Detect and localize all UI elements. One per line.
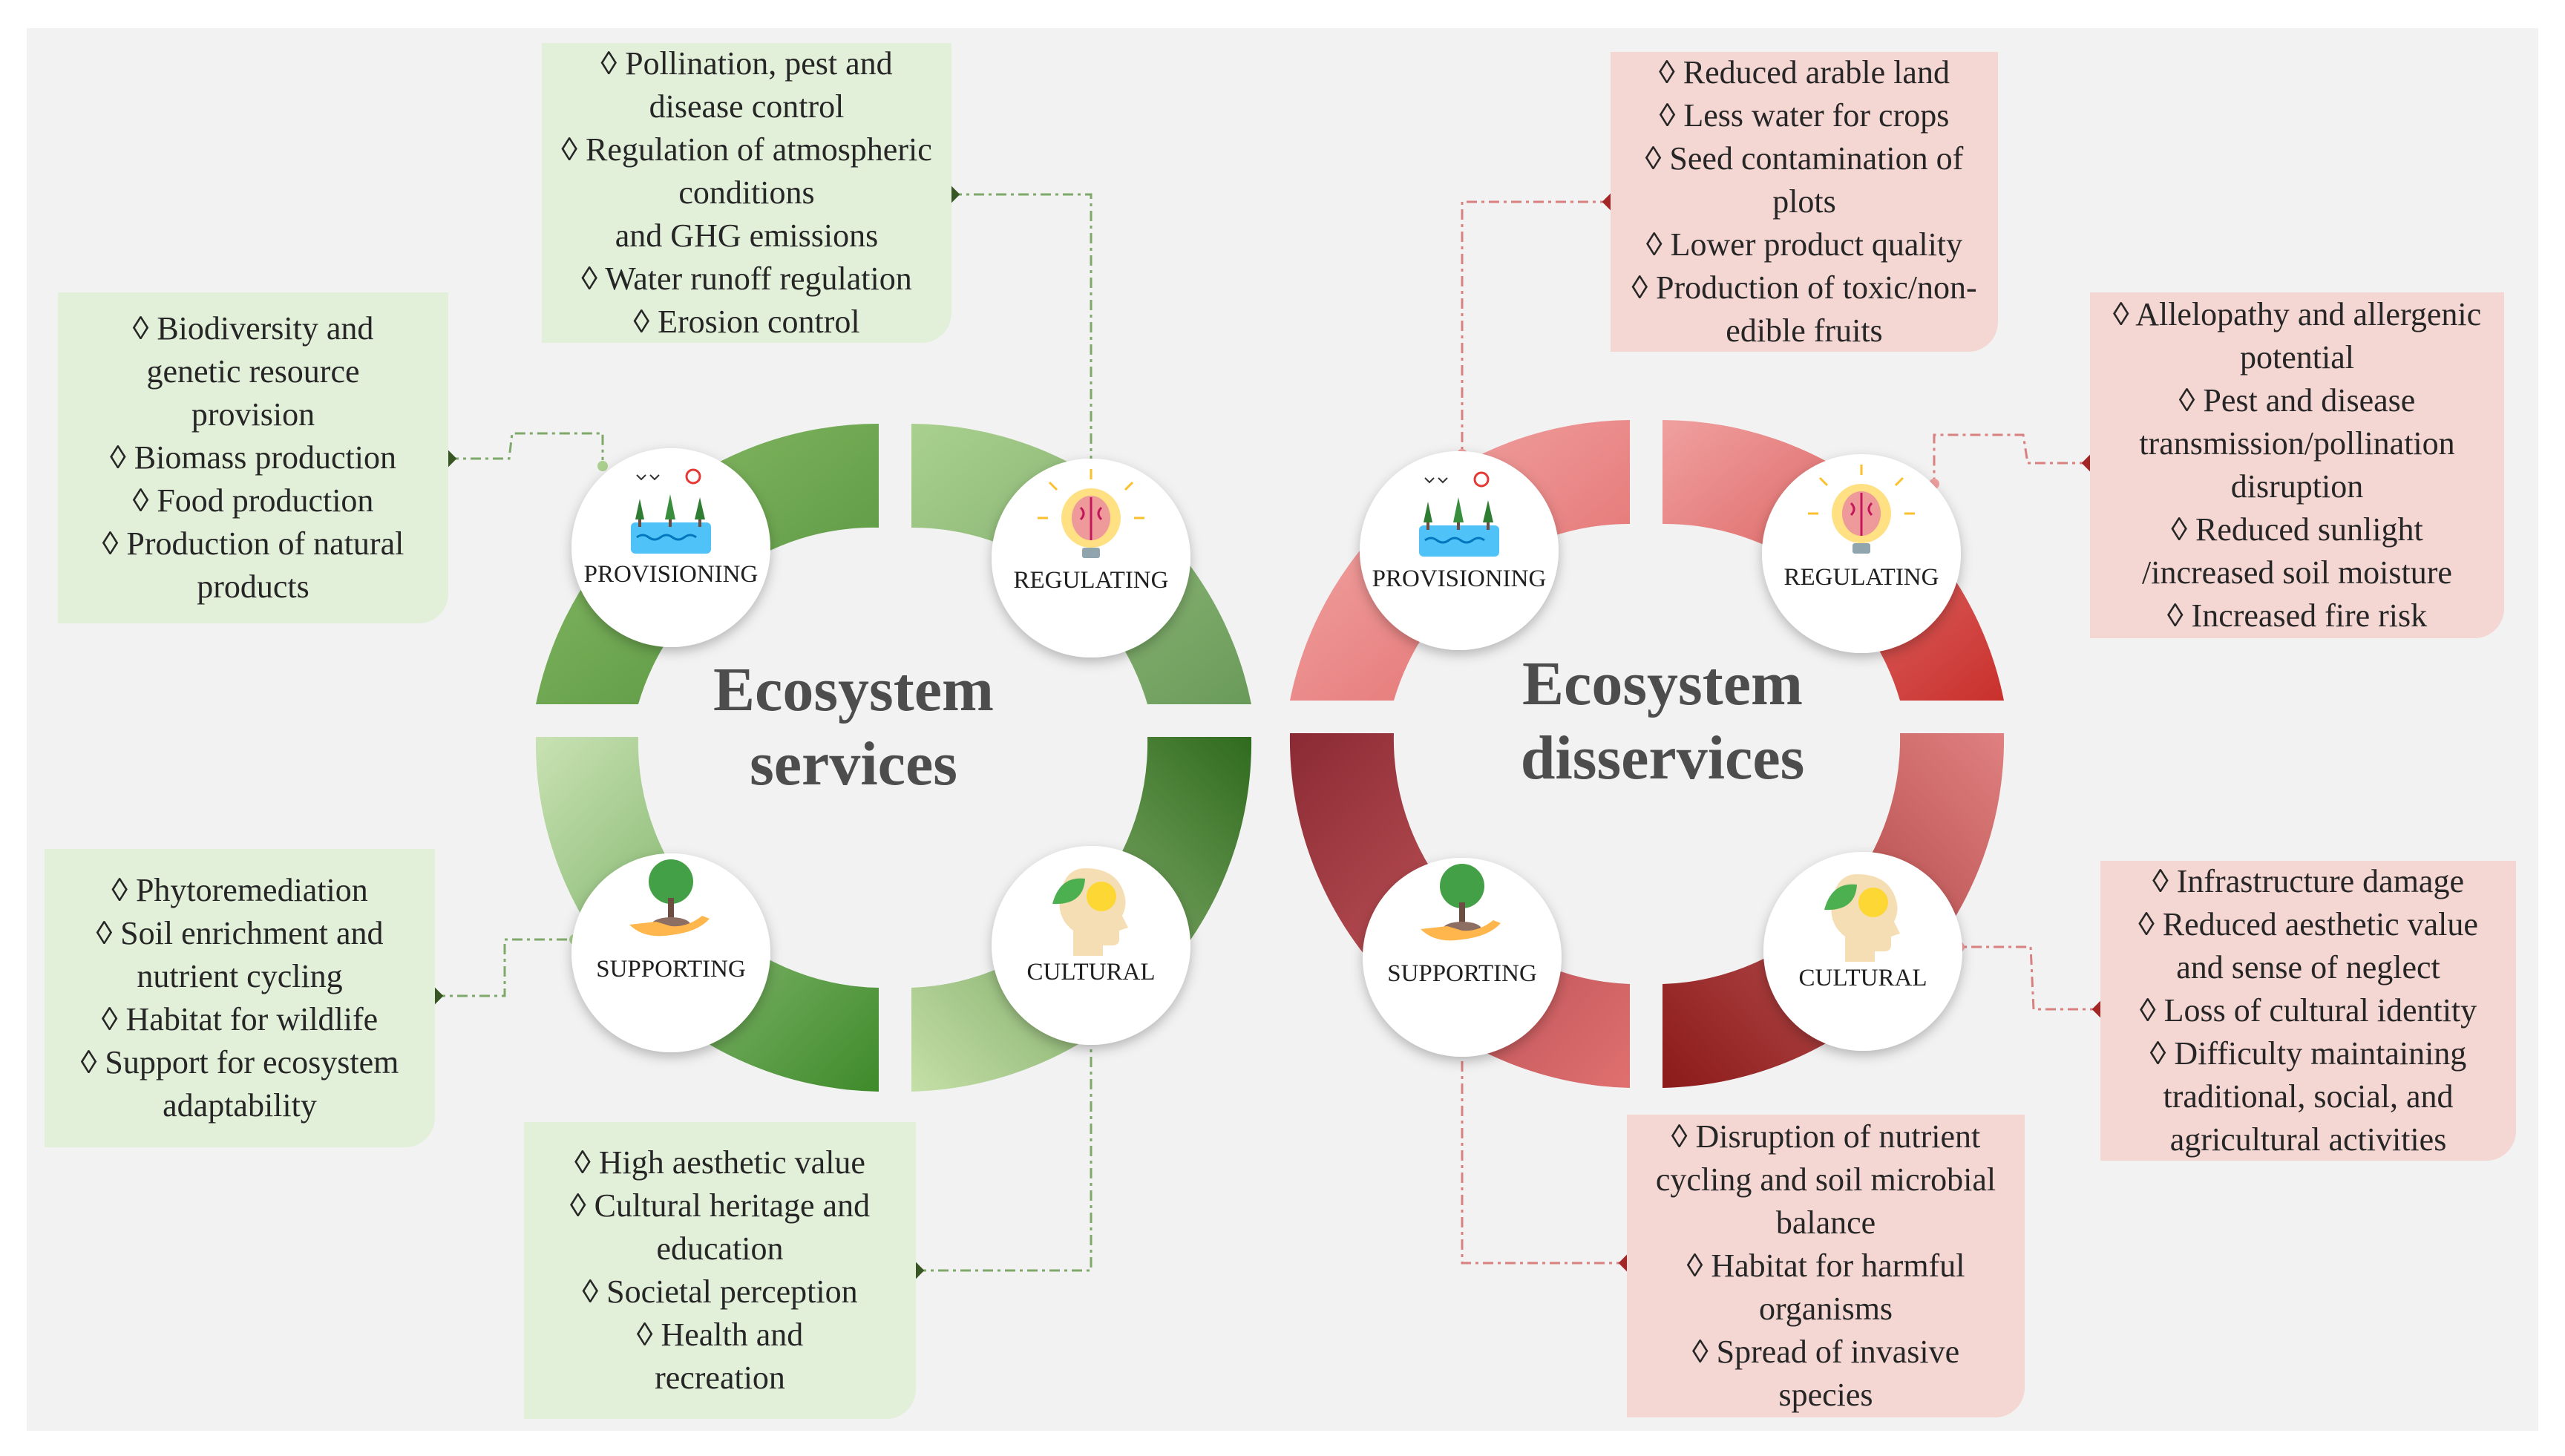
disservices-node-provisioning [1360,451,1559,650]
disservices-label-supporting: SUPPORTING [1387,960,1537,987]
services-title: Ecosystem services [713,655,994,798]
disservices-supporting-box: ◊ Disruption of nutrient cycling and soi… [1627,1115,2025,1417]
services-node-regulating [992,459,1190,658]
services-label-provisioning: PROVISIONING [583,561,759,588]
disservices-title: Ecosystem disservices [1520,649,1805,793]
services-label-cultural: CULTURAL [1026,959,1156,986]
services-node-provisioning [571,448,770,647]
services-regulating-box: ◊ Pollination, pest and disease control … [542,43,951,343]
brain-lightbulb-icon [1038,469,1144,558]
connector-ds-supporting [1461,1042,1627,1265]
landscape-icon [631,468,711,554]
services-node-cultural [992,846,1190,1045]
services-label-supporting: SUPPORTING [596,956,746,983]
services-supporting-box: ◊ Phytoremediation ◊ Soil enrichment and… [45,849,435,1147]
disservices-connectors [1461,200,2100,1265]
services-label-regulating: REGULATING [1013,567,1169,594]
connector-regulating [951,193,1092,463]
disservices-cultural-box: ◊ Infrastructure damage ◊ Reduced aesthe… [2100,861,2516,1161]
connector-ds-regulating [1933,433,2090,482]
disservices-regulating-box: ◊ Allelopathy and allergenic potential ◊… [2090,292,2504,638]
disservices-node-supporting [1363,858,1562,1057]
connector-supporting [435,938,571,997]
diagram-background [27,28,2538,1431]
head-leaf-icon [1052,868,1128,956]
connector-provisioning [448,432,604,460]
brain-lightbulb-icon [1808,465,1915,554]
services-provisioning-box: ◊ Biodiversity and genetic resource prov… [58,292,448,623]
landscape-icon [1419,471,1499,557]
services-connectors [435,193,1092,1272]
services-cultural-box: ◊ High aesthetic value ◊ Cultural herita… [524,1122,916,1419]
connector-ds-cultural [1962,945,2100,1011]
connector-ds-provisioning [1461,200,1611,451]
services-node-supporting [571,853,770,1052]
disservices-label-provisioning: PROVISIONING [1372,565,1547,592]
disservices-node-cultural [1763,852,1962,1051]
head-leaf-icon [1824,874,1900,962]
disservices-node-regulating [1762,454,1961,653]
seedling-hand-icon [1421,864,1501,941]
disservices-label-regulating: REGULATING [1783,564,1939,591]
connector-cultural [916,1039,1092,1272]
disservices-label-cultural: CULTURAL [1798,965,1927,991]
seedling-hand-icon [629,859,710,937]
disservices-provisioning-box: ◊ Reduced arable land ◊ Less water for c… [1611,52,1998,352]
